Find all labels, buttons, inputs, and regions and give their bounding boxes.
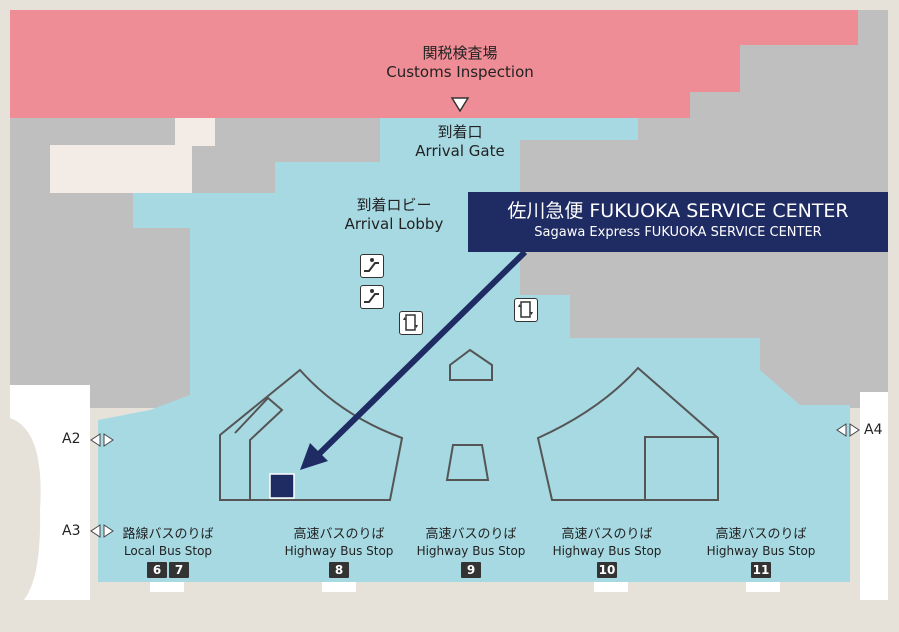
customs-area	[10, 10, 858, 118]
service-center-callout[interactable]: 佐川急便 FUKUOKA SERVICE CENTER Sagawa Expre…	[468, 192, 888, 252]
elevator-icon	[399, 311, 423, 335]
bus-stop-en: Highway Bus Stop	[706, 544, 816, 558]
customs-label: 関税検査場 Customs Inspection	[360, 44, 560, 82]
pavilion-right-inner	[644, 436, 718, 500]
bus-stop-number: 6	[147, 562, 167, 578]
bus-stop-number: 11	[750, 562, 772, 578]
arrival-lobby-label-en: Arrival Lobby	[344, 215, 444, 233]
gate-a3-label: A3	[62, 523, 81, 539]
bus-stop-en: Highway Bus Stop	[284, 544, 394, 558]
pavilion-left	[219, 368, 404, 501]
arrival-lobby-area	[98, 112, 850, 582]
arrival-gate-label-en: Arrival Gate	[415, 142, 505, 160]
bus-stop-highway-9: 高速バスのりば Highway Bus Stop 9	[411, 527, 531, 578]
bus-stop-jp: 高速バスのりば	[561, 527, 653, 542]
callout-subtitle: Sagawa Express FUKUOKA SERVICE CENTER	[534, 225, 822, 240]
bus-stop-number: 10	[596, 562, 618, 578]
gate-a3-arrows	[90, 524, 114, 538]
room-light-2	[175, 118, 215, 146]
escalator-icon	[360, 254, 384, 278]
customs-label-jp: 関税検査場	[422, 44, 498, 62]
down-triangle-icon	[450, 97, 470, 113]
bus-stop-highway-8: 高速バスのりば Highway Bus Stop 8	[279, 527, 399, 578]
bus-stop-highway-11: 高速バスのりば Highway Bus Stop 11	[701, 527, 821, 578]
bus-stop-en: Local Bus Stop	[123, 544, 213, 558]
exit-gap-4	[746, 582, 780, 592]
callout-pointer-line	[315, 249, 528, 458]
service-center-marker[interactable]	[269, 473, 295, 499]
callout-title: 佐川急便 FUKUOKA SERVICE CENTER	[507, 200, 849, 222]
arrival-lobby-label: 到着ロビー Arrival Lobby	[314, 196, 474, 234]
gate-a4-arrows	[836, 423, 860, 437]
gate-a2-label: A2	[62, 431, 81, 447]
escalator-icon	[360, 285, 384, 309]
exit-gap-2	[322, 582, 356, 592]
outdoor-road-left	[10, 418, 41, 610]
bus-stop-highway-10: 高速バスのりば Highway Bus Stop 10	[547, 527, 667, 578]
customs-label-en: Customs Inspection	[386, 63, 534, 81]
pavilion-left-inner	[234, 396, 284, 500]
room-light-1	[50, 145, 192, 193]
bus-stop-jp: 高速バスのりば	[425, 527, 517, 542]
arrival-gate-label: 到着口 Arrival Gate	[380, 123, 540, 161]
elevator-icon	[514, 298, 538, 322]
exit-gap-3	[594, 582, 628, 592]
gate-a4-label: A4	[864, 422, 883, 438]
outdoor-area-right	[860, 392, 888, 600]
bus-stop-en: Highway Bus Stop	[416, 544, 526, 558]
bus-stop-jp: 路線バスのりば	[122, 527, 214, 542]
arrival-gate-label-jp: 到着口	[437, 123, 483, 141]
bus-stop-number: 8	[329, 562, 349, 578]
pavilion-center-top	[449, 348, 493, 381]
gate-a2-arrows	[90, 433, 114, 447]
bus-stop-en: Highway Bus Stop	[552, 544, 662, 558]
bus-stop-jp: 高速バスのりば	[715, 527, 807, 542]
bus-stop-number: 7	[169, 562, 189, 578]
bus-stop-jp: 高速バスのりば	[293, 527, 385, 542]
arrival-lobby-label-jp: 到着ロビー	[356, 196, 432, 214]
pavilion-center-bottom	[445, 444, 490, 481]
callout-pointer-arrowhead	[300, 443, 328, 470]
exit-gap-1	[150, 582, 184, 592]
bus-stop-number: 9	[461, 562, 481, 578]
